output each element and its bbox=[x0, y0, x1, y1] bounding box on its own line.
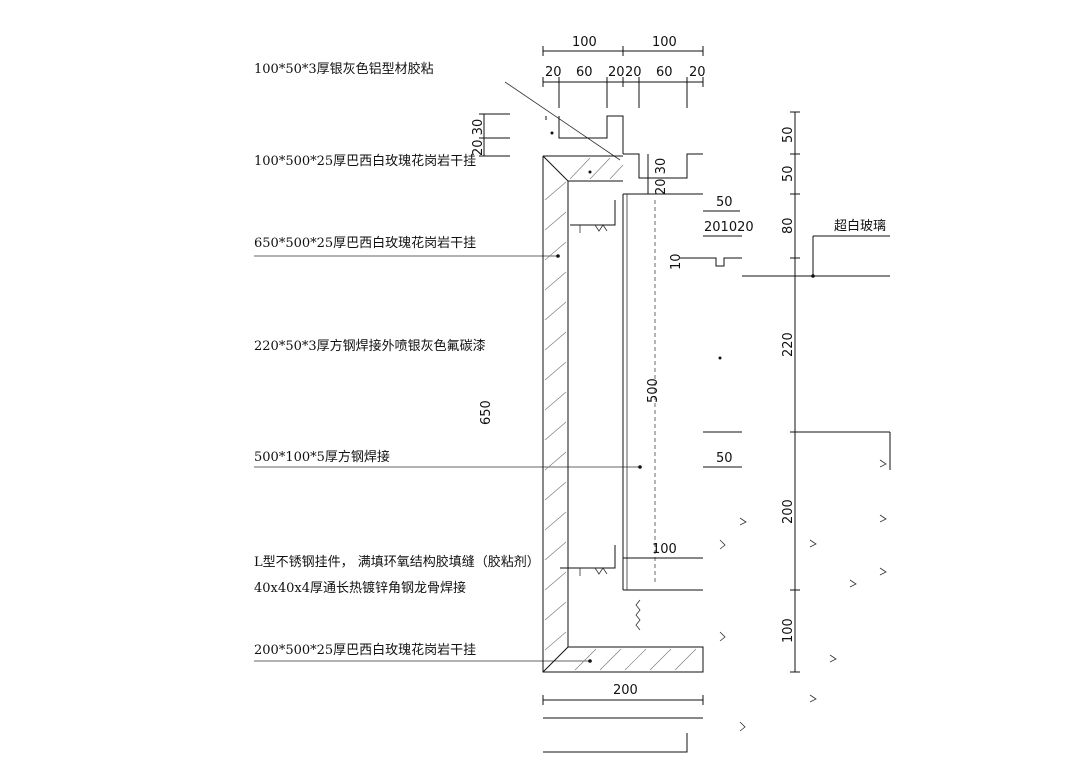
label-angle-steel: 40x40x4厚通长热镀锌角钢龙骨焊接 bbox=[254, 580, 466, 596]
granite-bottom bbox=[568, 646, 704, 673]
granite-hatch-side bbox=[544, 181, 567, 651]
glass-channel bbox=[703, 257, 742, 267]
granite-hatch-top bbox=[569, 157, 624, 180]
dim-text: 200 bbox=[613, 683, 638, 698]
dim-text: 20 30 bbox=[471, 119, 486, 156]
label-l-bracket: L型不锈钢挂件， 满填环氧结构胶填缝（胶粘剂） bbox=[254, 554, 540, 570]
label-ultra-clear-glass: 超白玻璃 bbox=[834, 218, 886, 234]
dim-text: 20 bbox=[545, 65, 562, 80]
dim-text: 100 bbox=[572, 35, 597, 50]
dim-ticks-left bbox=[479, 113, 510, 157]
dim-text: 50 bbox=[781, 126, 796, 143]
dim-text: 50 bbox=[716, 195, 733, 210]
granite-miter bbox=[542, 646, 569, 673]
leader-dot bbox=[550, 131, 554, 135]
label-square-steel-220: 220*50*3厚方钢焊接外喷银灰色氟碳漆 bbox=[254, 338, 486, 354]
dim-text: 650 bbox=[479, 400, 494, 425]
dim-text: 20 30 bbox=[654, 158, 669, 195]
dim-text: 200 bbox=[781, 499, 796, 524]
dim-text: 80 bbox=[781, 217, 796, 234]
dim-text: 10 bbox=[669, 253, 684, 270]
leader-dot bbox=[811, 274, 815, 278]
label-main-granite: 650*500*25厚巴西白玫瑰花岗岩干挂 bbox=[254, 235, 476, 251]
aluminium-channel bbox=[623, 153, 703, 179]
dim-text: 60 bbox=[656, 65, 673, 80]
dim-text: 100 bbox=[781, 618, 796, 643]
leader-line bbox=[504, 81, 621, 161]
dot bbox=[718, 356, 722, 360]
bracket-anchor bbox=[579, 224, 608, 233]
dim-text: 20 bbox=[625, 65, 642, 80]
dim-text: 220 bbox=[781, 332, 796, 357]
dim-text: 50 bbox=[781, 165, 796, 182]
dim-text: 201020 bbox=[704, 220, 754, 235]
dot bbox=[588, 170, 592, 174]
dim-text: 100 bbox=[652, 35, 677, 50]
leader-dot bbox=[556, 254, 560, 258]
bracket-anchor bbox=[579, 567, 608, 576]
base-outline bbox=[543, 733, 688, 753]
dim-text: 50 bbox=[716, 451, 733, 466]
aluminium-cap bbox=[558, 115, 624, 154]
granite-miter bbox=[542, 155, 569, 182]
dim-text: 60 bbox=[576, 65, 593, 80]
label-square-steel-500: 500*100*5厚方钢焊接 bbox=[254, 449, 390, 465]
leader-dot bbox=[588, 659, 592, 663]
label-top-granite: 100*500*25厚巴西白玫瑰花岗岩干挂 bbox=[254, 153, 476, 169]
l-bracket-bottom bbox=[560, 545, 616, 569]
granite-hatch-bottom bbox=[574, 648, 697, 671]
label-aluminium-profile: 100*50*3厚银灰色铝型材胶粘 bbox=[254, 61, 434, 77]
dim-text: 20 bbox=[608, 65, 625, 80]
concrete-marks bbox=[719, 459, 887, 732]
label-bottom-granite: 200*500*25厚巴西白玫瑰花岗岩干挂 bbox=[254, 642, 476, 658]
dim-text: 100 bbox=[652, 542, 677, 557]
leader-dot bbox=[638, 465, 642, 469]
weld-symbol bbox=[635, 599, 641, 631]
dim-text: 20 bbox=[689, 65, 706, 80]
dim-ticks-segments bbox=[542, 77, 704, 108]
l-bracket-top bbox=[570, 200, 616, 226]
dim-text: 500 bbox=[646, 378, 661, 403]
